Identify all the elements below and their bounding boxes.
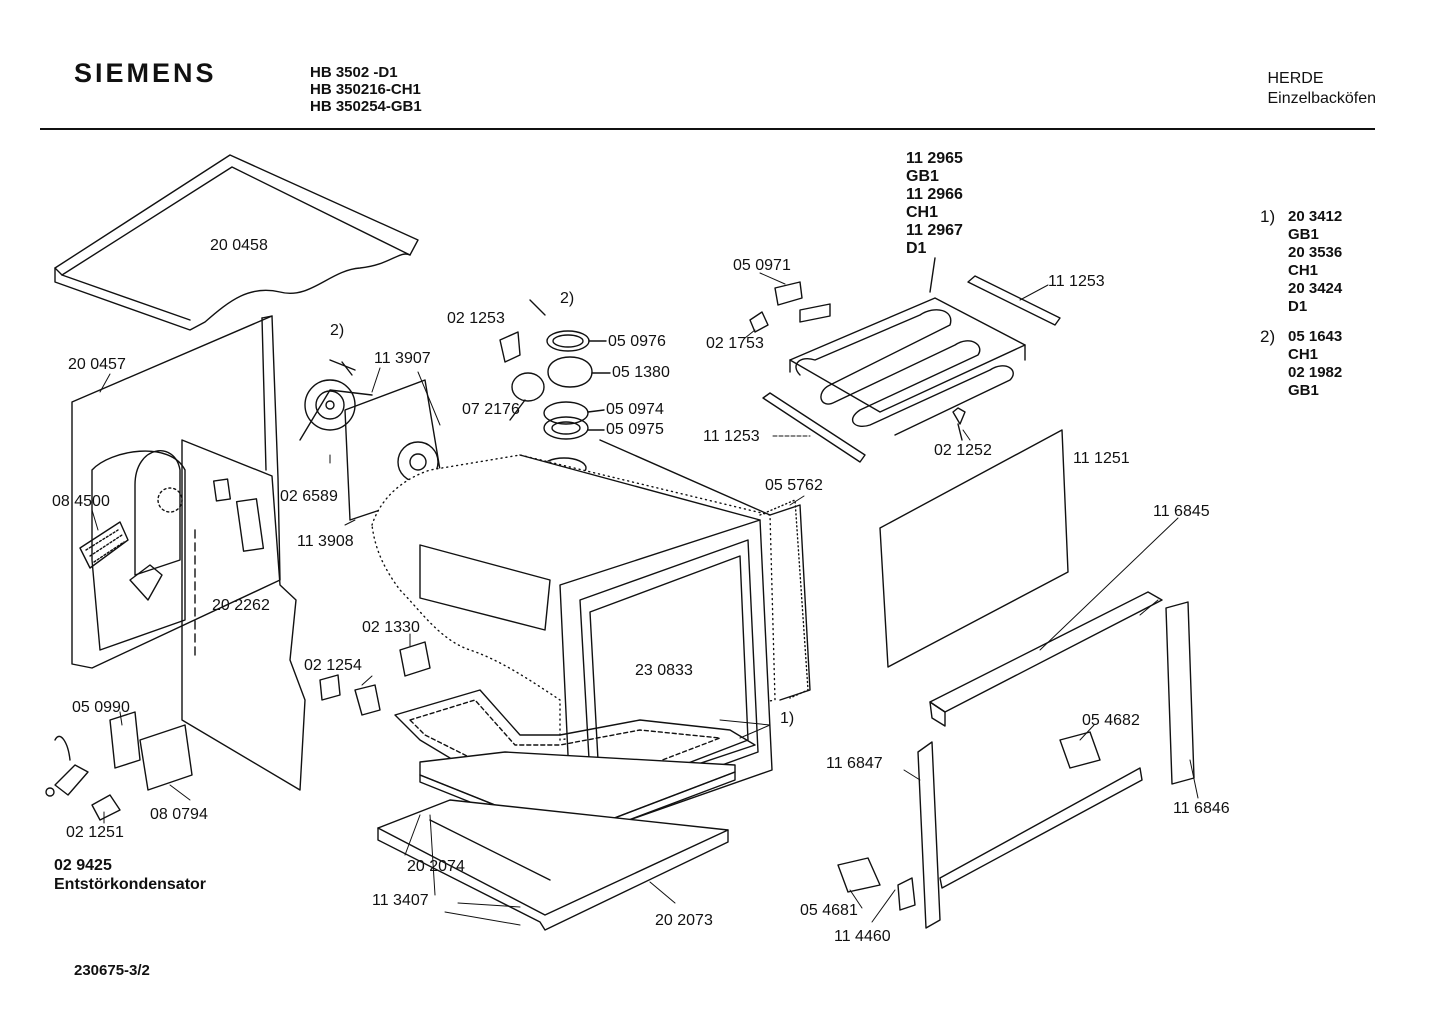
label-capacitor-name: Entstörkondensator [54,876,207,893]
frame-left-drawing [917,741,1143,929]
sensor-drawing [952,407,966,441]
label-capacitor-holder: 05 0990 [72,699,130,716]
label-hinge-support: 11 4460 [834,928,891,945]
heating-element-variants: 11 2965 GB1 11 2966 CH1 11 2967 D1 [906,150,963,258]
variant-2: GB1 [906,168,939,185]
label-frame-left: 11 6847 [826,755,883,772]
lamp-assembly-drawing [499,299,611,479]
label-capacitor: 02 9425 [54,857,112,874]
footnote-2: 2) 05 1643 CH1 02 1982 GB1 [1260,328,1380,400]
label-hinge-left: 05 4681 [800,902,858,919]
variant-3: 11 2966 [906,186,963,203]
footnote-1-number: 1) [1260,207,1276,226]
top-element-drawing [789,257,1026,436]
frame-right-drawing [1165,601,1195,785]
label-back-panel: 11 1251 [1073,450,1130,467]
footnote-2-number: 2) [1260,327,1276,346]
oven-seal-drawing [759,499,809,699]
drawing-number: 230675-3/2 [74,962,150,979]
variant-1: 11 2965 [906,150,963,167]
side-panel-drawing [71,315,281,669]
footnote-2-line-3: 02 1982 [1288,364,1343,381]
label-bulb: 07 2176 [462,401,520,418]
label-connector-2b: 2) [560,290,575,307]
label-oven-cavity: 23 0833 [635,662,693,679]
rear-grille-drawing [79,521,163,601]
label-frame-top: 11 6845 [1153,503,1210,520]
label-connector-2a: 2) [330,322,345,339]
label-element-bracket-b: 11 1253 [703,428,760,445]
label-top-panel: 20 0458 [210,237,268,254]
leader-lines [91,272,1199,926]
label-frame-right: 11 6846 [1173,800,1230,817]
label-rear-grille: 08 4500 [52,493,110,510]
label-terminal: 05 0971 [733,257,791,274]
footnote-1-line-1: 20 3412 [1288,208,1343,225]
model-list: HB 3502 -D1 HB 350216-CH1 HB 350254-GB1 [310,64,422,115]
header-rule [40,128,1375,130]
label-bottom-insulation: 20 2074 [407,858,465,875]
subcategory: Einzelbacköfen [1267,90,1376,107]
side-insulation-drawing [181,439,306,791]
label-ring-b: 05 0974 [606,401,664,418]
variant-6: D1 [906,240,927,257]
label-base-tray: 20 2073 [655,912,713,929]
label-lamp-socket: 02 1253 [447,310,505,327]
label-oven-seal: 05 5762 [765,477,823,494]
top-panel-drawing [54,154,419,331]
frame-top-drawing [929,591,1163,727]
footnote-2-line-2: CH1 [1288,346,1319,363]
base-tray-drawing [377,799,729,931]
label-plate: 08 0794 [150,806,208,823]
label-bottom-element-ref: 1) [780,710,795,727]
element-brackets-drawing [762,275,1061,463]
model-1: HB 3502 -D1 [310,64,398,81]
label-side-panel: 20 0457 [68,356,126,373]
label-bracket-small: 02 6589 [280,488,338,505]
label-lamp-cover: 05 1380 [612,364,670,381]
terminal-drawing [749,281,831,333]
footnote-1-line-5: 20 3424 [1288,280,1343,297]
footnote-1-line-4: CH1 [1288,262,1319,279]
variant-4: CH1 [906,204,939,221]
label-switch: 02 1254 [304,657,362,674]
small-parts-drawing [45,641,431,821]
label-thermostat: 02 1330 [362,619,420,636]
variant-5: 11 2967 [906,222,963,239]
label-hinge-right: 05 4682 [1082,712,1140,729]
label-ring-c: 05 0975 [606,421,664,438]
hinges-drawing [837,731,1101,911]
footnote-1-line-6: D1 [1288,298,1308,315]
label-fan-bracket: 11 3908 [297,533,354,550]
footnote-1-line-3: 20 3536 [1288,244,1343,261]
brand-logo: SIEMENS [74,58,217,88]
label-sensor: 02 1252 [934,442,992,459]
label-rail: 11 3407 [372,892,429,909]
label-ring-a: 05 0976 [608,333,666,350]
label-clip: 02 1753 [706,335,764,352]
label-element-bracket-a: 11 1253 [1048,273,1105,290]
label-side-insulation: 20 2262 [212,597,270,614]
footnote-1: 1) 20 3412 GB1 20 3536 CH1 20 3424 D1 [1260,208,1380,316]
footnote-2-line-4: GB1 [1288,382,1319,399]
footnote-2-line-1: 05 1643 [1288,328,1343,345]
footnote-1-line-2: GB1 [1288,226,1319,243]
back-panel-drawing [879,429,1069,668]
model-2: HB 350216-CH1 [310,81,421,98]
category: HERDE [1267,70,1324,87]
label-fan-motor: 11 3907 [374,350,431,367]
category-block: HERDE Einzelbacköfen [1267,69,1376,109]
model-3: HB 350254-GB1 [310,98,422,115]
label-clamp: 02 1251 [66,824,124,841]
